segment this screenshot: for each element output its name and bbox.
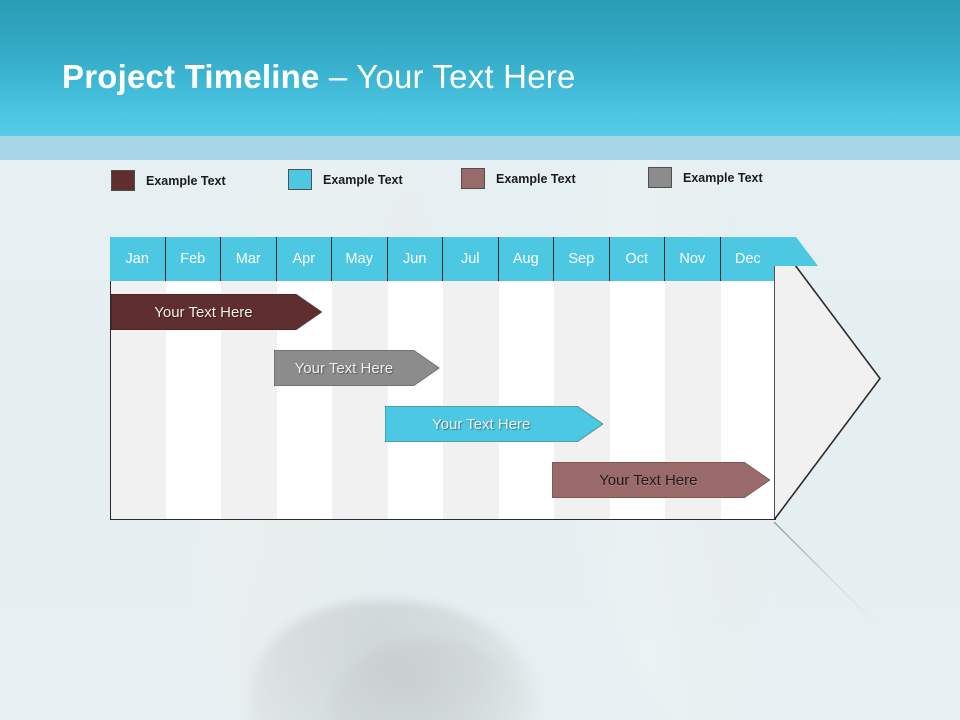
gantt-bar-shape [274, 350, 440, 386]
legend-item[interactable]: Example Text [461, 168, 576, 189]
gantt-bar-label: Your Text Here [294, 359, 394, 377]
gantt-bar-shape [111, 294, 322, 330]
legend-item-label: Example Text [146, 173, 226, 188]
month-header-nov[interactable]: Nov [665, 237, 721, 281]
month-header-jul[interactable]: Jul [443, 237, 499, 281]
month-header-jan[interactable]: Jan [110, 237, 166, 281]
month-header-dec[interactable]: Dec [720, 237, 776, 281]
month-header-jun[interactable]: Jun [387, 237, 443, 281]
gantt-bar-label: Your Text Here [154, 303, 253, 321]
timeline-arrowhead-shape [773, 234, 881, 523]
gantt-bar-3[interactable]: Your Text Here [385, 406, 604, 442]
timeline-arrowhead [773, 234, 882, 523]
gantt-column-feb [165, 237, 221, 520]
month-header-sep[interactable]: Sep [554, 237, 610, 281]
gantt-column-jan [110, 237, 166, 520]
legend-item[interactable]: Example Text [288, 169, 403, 190]
title-bar-accent-band [0, 136, 960, 160]
month-header-apr[interactable]: Apr [276, 237, 332, 281]
gantt-bar-shape [385, 406, 604, 442]
square-swatch-icon [648, 167, 672, 188]
square-swatch-icon [288, 169, 312, 190]
square-swatch-icon [461, 168, 485, 189]
legend-item[interactable]: Example Text [648, 167, 763, 188]
page-title-strong: Project Timeline [62, 58, 320, 95]
legend-item[interactable]: Example Text [111, 170, 226, 191]
gantt-bar-1[interactable]: Your Text Here [111, 294, 322, 330]
page-title: Project Timeline – Your Text Here [62, 58, 576, 96]
month-header-mar[interactable]: Mar [221, 237, 277, 281]
gantt-column-mar [221, 237, 277, 520]
month-header-may[interactable]: May [332, 237, 388, 281]
gantt-bar-shape [552, 462, 771, 498]
month-header-feb[interactable]: Feb [165, 237, 221, 281]
gantt-bar-4[interactable]: Your Text Here [552, 462, 771, 498]
month-header-oct[interactable]: Oct [609, 237, 665, 281]
page-title-light: – Your Text Here [319, 58, 576, 95]
gantt-column-aug [498, 237, 554, 520]
legend-item-label: Example Text [323, 172, 403, 187]
gantt-column-jul [443, 237, 499, 520]
month-header-aug[interactable]: Aug [498, 237, 554, 281]
gantt-bar-label: Your Text Here [599, 471, 698, 489]
legend-item-label: Example Text [683, 170, 763, 185]
legend-item-label: Example Text [496, 171, 576, 186]
title-bar [0, 0, 960, 136]
gantt-bar-label: Your Text Here [432, 415, 531, 433]
gantt-bar-2[interactable]: Your Text Here [274, 350, 440, 386]
square-swatch-icon [111, 170, 135, 191]
